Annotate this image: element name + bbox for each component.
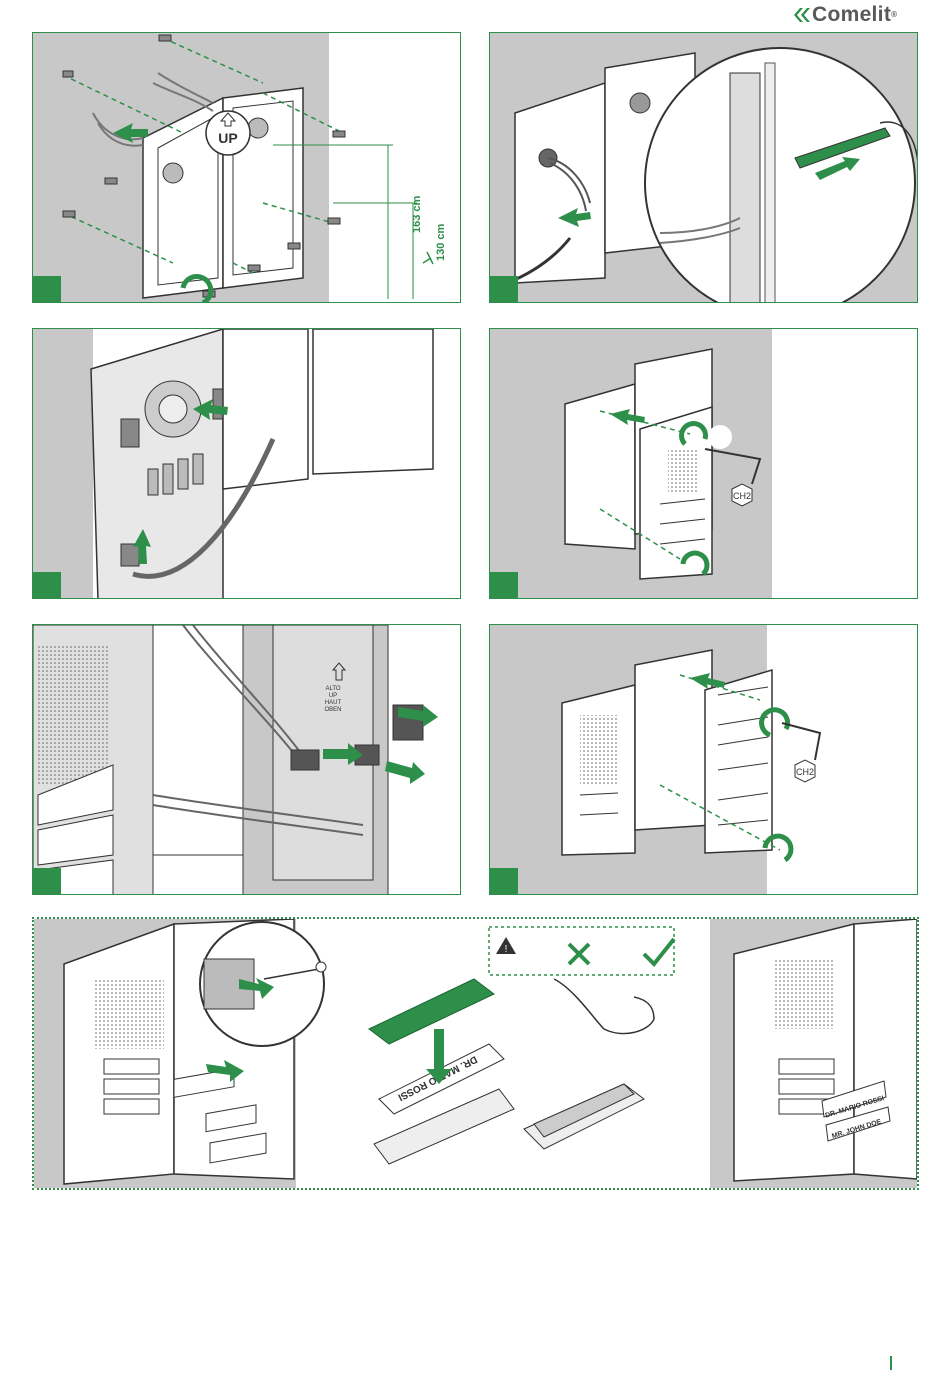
step-panel-2 [489, 32, 918, 303]
direction-label-up: UP [329, 693, 337, 699]
height-163-label: 163 cm [411, 195, 423, 233]
direction-label-oben: OBEN [324, 707, 341, 713]
comelit-chevrons-icon [790, 4, 812, 26]
step-marker [490, 276, 518, 302]
name-label-panel: DR. MARIO ROSSI ! DR. MARIO ROSSI MR. JO… [32, 917, 919, 1190]
brand-logo: Comelit® [790, 4, 920, 26]
step-marker [490, 572, 518, 598]
height-130-label: 130 cm [435, 223, 447, 261]
page-marker [890, 1356, 892, 1370]
step-marker [33, 868, 61, 894]
hex-key-icon [705, 449, 760, 484]
step-marker [33, 276, 61, 302]
tool-ch2-label: CH2 [733, 491, 751, 501]
step-panel-1: UP 163 cm 130 cm [32, 32, 461, 303]
step-marker [490, 868, 518, 894]
direction-label-haut: HAUT [325, 700, 342, 706]
up-label: UP [218, 130, 237, 146]
direction-label-alto: ALTO [325, 686, 340, 692]
brand-name: Comelit® [812, 4, 897, 26]
step-marker [33, 572, 61, 598]
tool-ch2-label: CH2 [796, 767, 814, 777]
step-panel-3 [32, 328, 461, 599]
svg-text:!: ! [505, 944, 508, 955]
step-panel-6: CH2 [489, 624, 918, 895]
step-panel-5: ALTO UP HAUT OBEN [32, 624, 461, 895]
step-panel-4: CH2 [489, 328, 918, 599]
